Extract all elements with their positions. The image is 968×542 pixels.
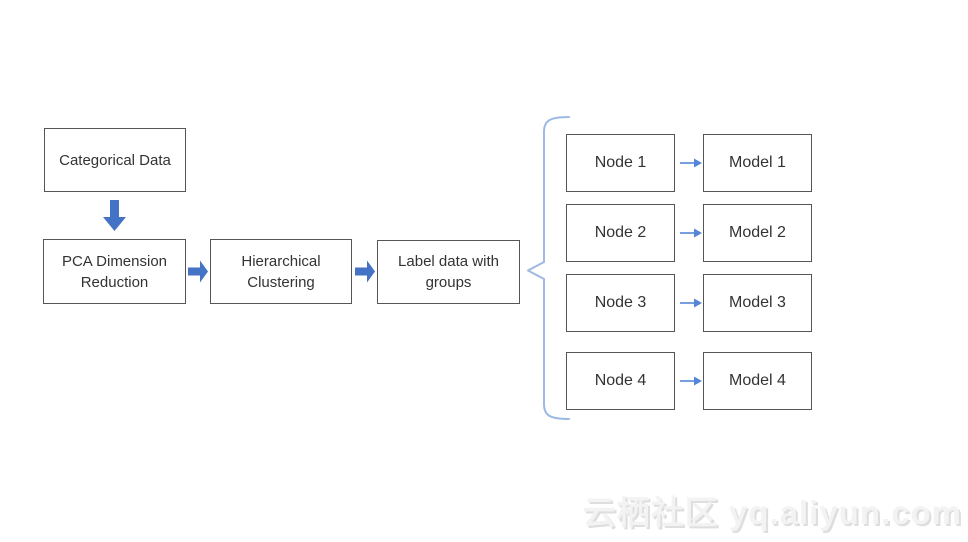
model-box: Model 4 bbox=[703, 352, 812, 410]
node-model-arrow-icon bbox=[680, 376, 702, 386]
flow-box-label-data-with-groups: Label data with groups bbox=[377, 240, 520, 304]
node-box: Node 1 bbox=[566, 134, 675, 192]
flow-box-label: Categorical Data bbox=[59, 151, 171, 169]
flow-box-hierarchical-clustering: Hierarchical Clustering bbox=[210, 239, 352, 304]
model-label: Model 4 bbox=[729, 372, 786, 389]
flow-box-label: Hierarchical Clustering bbox=[241, 252, 321, 291]
model-label: Model 3 bbox=[729, 294, 786, 311]
flow-box-pca-dimension-reduction: PCA Dimension Reduction bbox=[43, 239, 186, 304]
node-label: Node 1 bbox=[594, 154, 647, 171]
flow-box-label: Label data with groups bbox=[398, 253, 499, 291]
grouping-brace bbox=[527, 116, 570, 420]
flow-box-categorical-data: Categorical Data bbox=[44, 128, 186, 192]
down-arrow-icon bbox=[103, 200, 126, 231]
node-box: Node 4 bbox=[566, 352, 675, 410]
model-box: Model 3 bbox=[703, 274, 812, 332]
node-label: Node 4 bbox=[594, 372, 647, 389]
node-box: Node 3 bbox=[566, 274, 675, 332]
node-box: Node 2 bbox=[566, 204, 675, 262]
node-model-arrow-icon bbox=[680, 158, 702, 168]
node-label: Node 2 bbox=[594, 224, 647, 241]
node-model-arrow-icon bbox=[680, 228, 702, 238]
model-box: Model 2 bbox=[703, 204, 812, 262]
model-label: Model 2 bbox=[729, 224, 786, 241]
watermark: 云栖社区 yq.aliyun.com bbox=[582, 494, 962, 531]
node-model-arrow-icon bbox=[680, 298, 702, 308]
right-arrow-icon-1 bbox=[188, 260, 208, 283]
node-label: Node 3 bbox=[594, 294, 647, 311]
model-box: Model 1 bbox=[703, 134, 812, 192]
flow-box-label: PCA Dimension Reduction bbox=[61, 252, 168, 291]
model-label: Model 1 bbox=[729, 154, 786, 171]
right-arrow-icon-2 bbox=[355, 260, 375, 283]
